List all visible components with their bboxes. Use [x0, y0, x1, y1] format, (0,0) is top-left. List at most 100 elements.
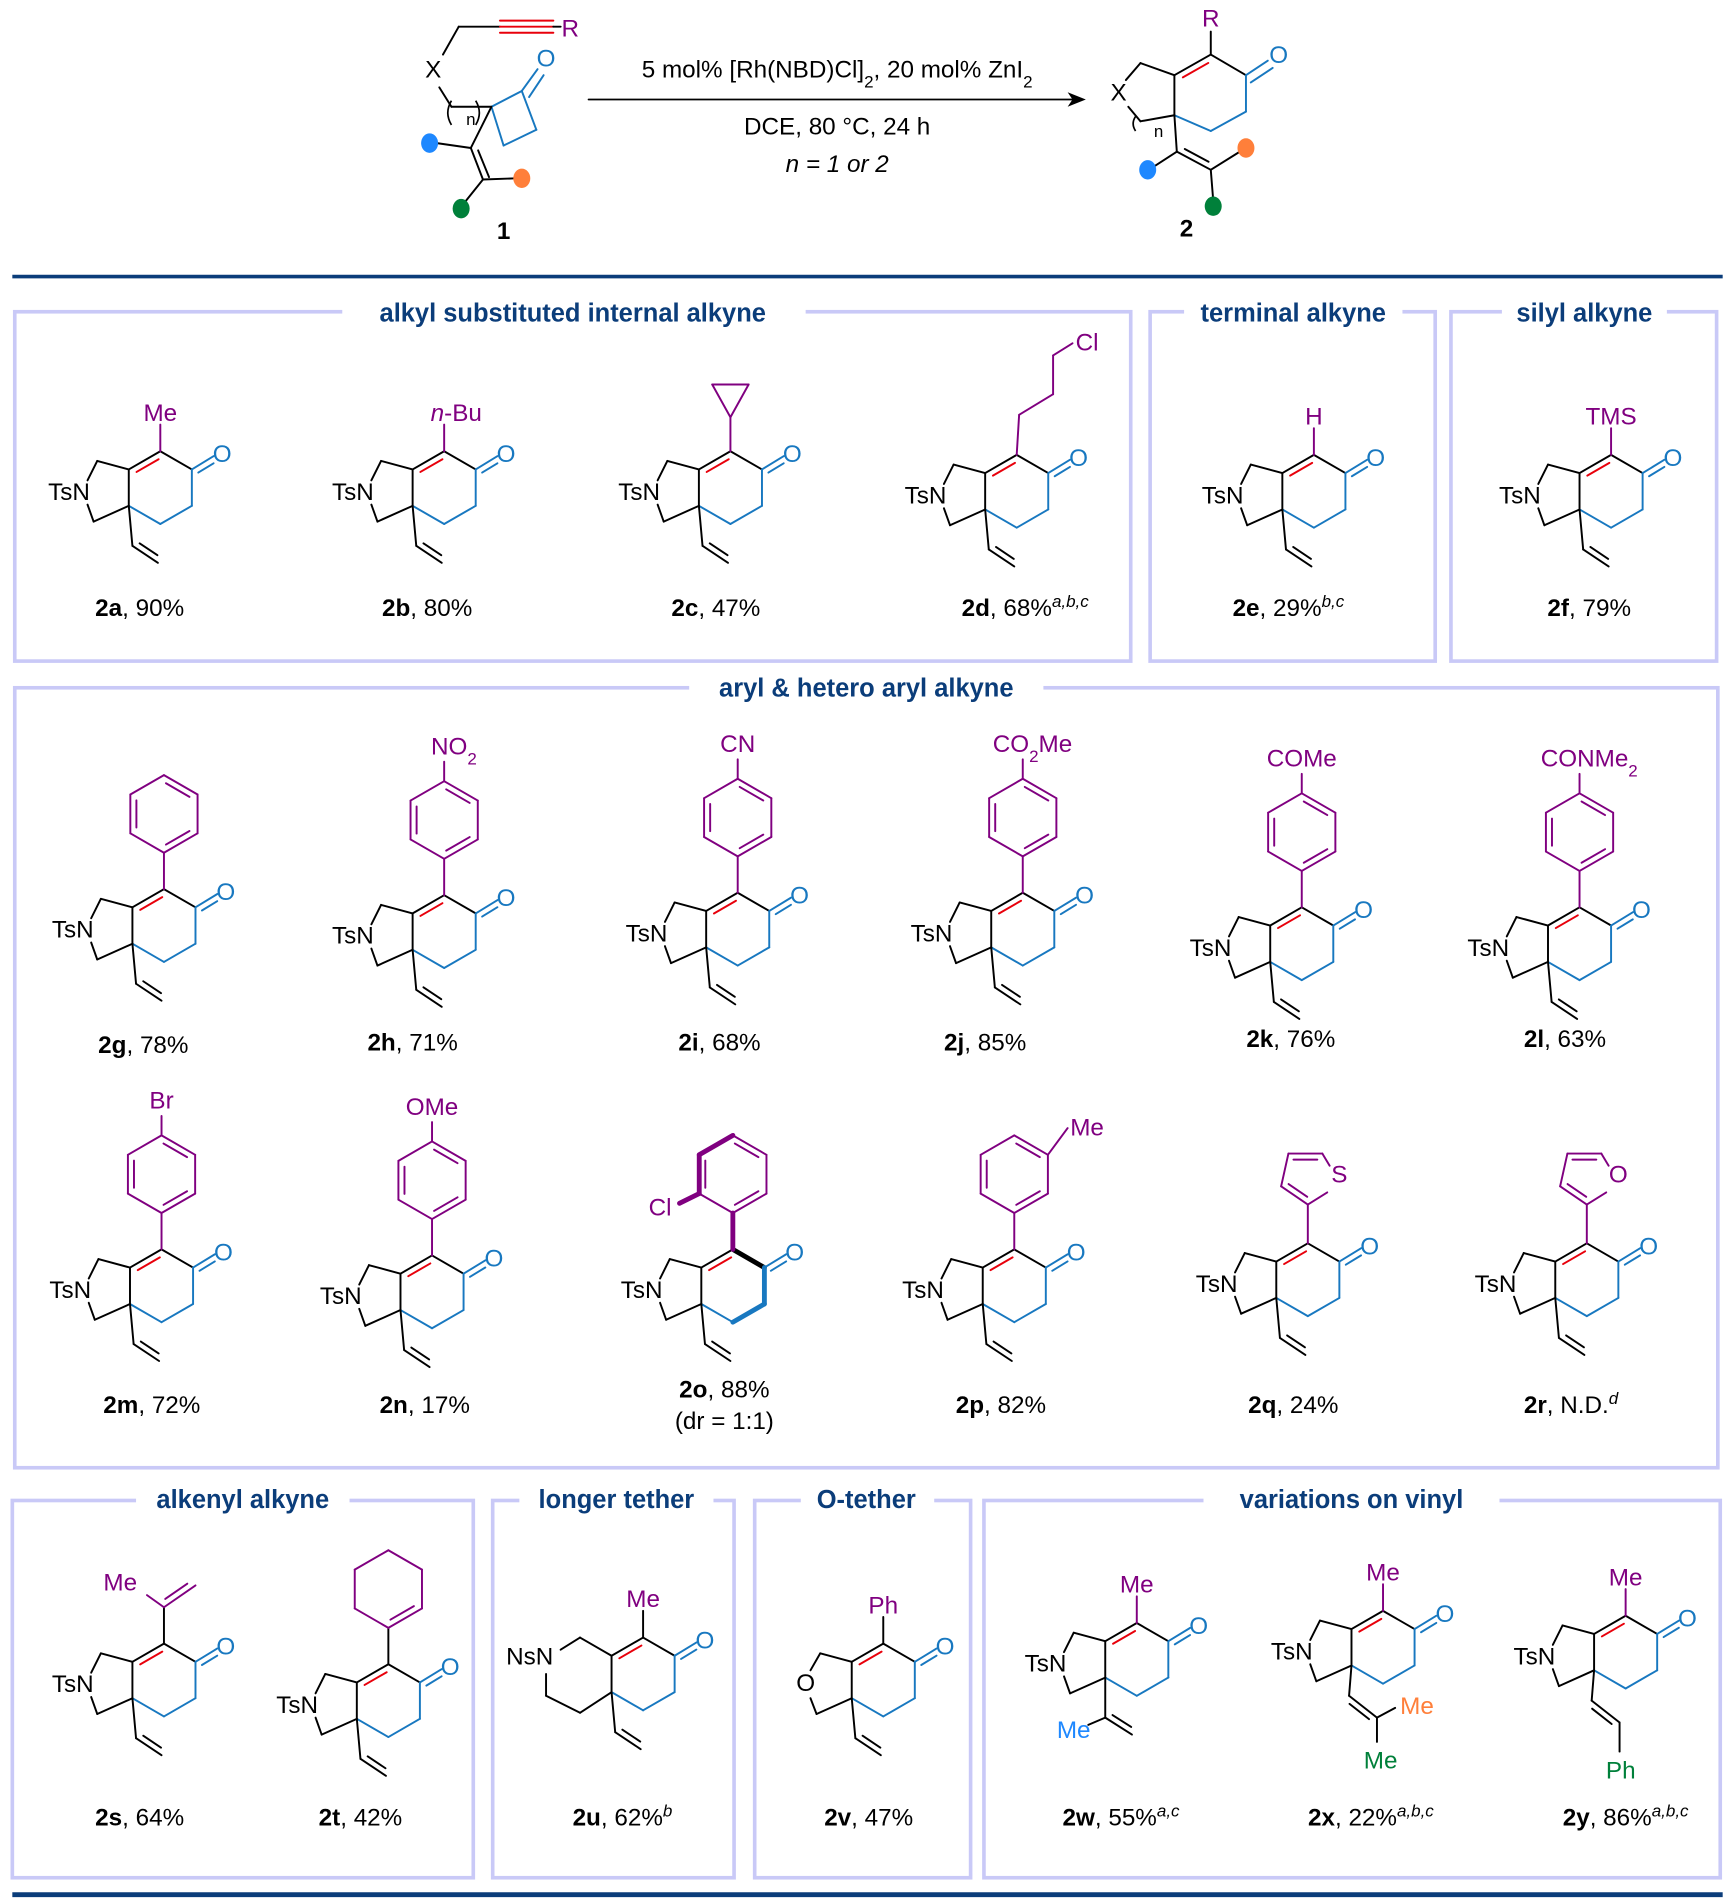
bond	[1589, 546, 1610, 560]
bond	[666, 459, 700, 471]
bond	[949, 901, 961, 923]
bond	[1269, 960, 1275, 1003]
compound-id: 2w	[1063, 1805, 1095, 1832]
para-substituent-label: CONMe2	[1541, 746, 1638, 781]
section-title-tether: longer tether	[539, 1486, 695, 1514]
separator: ,	[984, 1392, 997, 1419]
bond	[981, 1248, 1016, 1269]
bond	[1580, 800, 1607, 817]
ketone-oxygen: O	[936, 1634, 955, 1661]
bond	[1557, 1336, 1586, 1356]
vinyl-methyl-label: Me	[1057, 1717, 1091, 1744]
separator: ,	[698, 595, 711, 622]
separator: ,	[396, 1029, 409, 1056]
bond	[708, 986, 737, 1006]
section-title-otether: O-tether	[817, 1486, 916, 1514]
bond	[1183, 148, 1210, 163]
bond	[1063, 1675, 1072, 1695]
bond	[409, 838, 446, 860]
bond	[882, 1697, 916, 1718]
bond	[1610, 911, 1634, 927]
bond	[164, 1582, 189, 1600]
bond	[1554, 1296, 1588, 1318]
bond	[979, 1192, 1016, 1214]
compound-id: 2l	[1524, 1026, 1544, 1053]
bond	[192, 1253, 216, 1269]
tosyl-nitrogen-label: TsN	[1475, 1271, 1517, 1298]
bond	[659, 1301, 668, 1321]
ketone-oxygen: O	[497, 885, 516, 912]
separator: ,	[1590, 1805, 1603, 1832]
bond	[370, 947, 379, 967]
bond	[1243, 1252, 1278, 1263]
bond	[99, 897, 134, 909]
bond	[445, 836, 471, 852]
bond	[701, 544, 729, 564]
bond	[1269, 906, 1303, 927]
bond	[474, 899, 499, 915]
bond	[96, 942, 134, 961]
bond	[1547, 463, 1581, 475]
footnote-marks: a,b,c	[1397, 1801, 1434, 1820]
bond	[194, 893, 219, 909]
yield: 22%	[1348, 1805, 1397, 1832]
bond	[380, 903, 414, 915]
bond	[142, 980, 163, 995]
r-group-label: R	[562, 15, 580, 42]
compound-label: 2j, 85%	[944, 1029, 1026, 1056]
tosyl-nitrogen-label: TsN	[1202, 482, 1244, 509]
bond	[998, 899, 1023, 915]
bond	[1281, 508, 1315, 529]
bond	[355, 1717, 390, 1739]
bond	[1580, 848, 1607, 864]
product-dot-orange	[1237, 138, 1255, 158]
bond	[1413, 1614, 1438, 1631]
r-substituent-label-part: Me	[626, 1586, 660, 1613]
yield: 29%	[1273, 595, 1322, 622]
yield: 78%	[140, 1032, 189, 1059]
bond	[1267, 792, 1303, 814]
bond	[1554, 1296, 1560, 1339]
tosyl-nitrogen-label: TsN	[1499, 482, 1541, 509]
bond	[1151, 150, 1178, 169]
r-substituent-label-part: Me	[1366, 1560, 1400, 1587]
r-substituent-label: n-Bu	[431, 400, 482, 427]
bond	[1053, 465, 1071, 478]
conditions-catalyst: 5 mol% [Rh(NBD)Cl]2, 20 mol% ZnI2	[642, 57, 1033, 91]
bond	[431, 1140, 467, 1162]
bond	[462, 1259, 487, 1275]
bond	[1104, 1622, 1138, 1643]
bond	[97, 1258, 131, 1269]
bond	[698, 1192, 734, 1214]
section-aryl-frame	[12, 685, 1720, 1470]
bond	[1590, 1669, 1596, 1702]
tosyl-nitrogen-label: TsN	[52, 917, 94, 944]
footnote-marks: a,b,c	[1052, 592, 1089, 611]
bond	[1578, 508, 1613, 529]
r-substituent-label-part: TMS	[1585, 404, 1636, 431]
bond	[946, 1303, 984, 1321]
bond	[1051, 1260, 1069, 1272]
yield: N.D.	[1560, 1392, 1609, 1419]
bond	[399, 1309, 433, 1330]
product-label: 2	[1180, 216, 1194, 243]
bond	[579, 1691, 613, 1714]
bond	[1591, 1707, 1613, 1725]
bond	[1280, 998, 1300, 1013]
tosyl-nitrogen-label: TsN	[48, 479, 90, 506]
para-substituent-label: Br	[149, 1088, 173, 1115]
bond	[700, 1303, 734, 1324]
bond	[443, 894, 477, 915]
bond	[729, 450, 763, 471]
bond	[763, 1253, 788, 1269]
bond	[1554, 914, 1579, 930]
bond	[200, 1654, 219, 1666]
compound-id: 2j	[944, 1029, 964, 1056]
bond	[376, 948, 414, 967]
tosyl-nitrogen-label: TsN	[621, 1277, 663, 1304]
